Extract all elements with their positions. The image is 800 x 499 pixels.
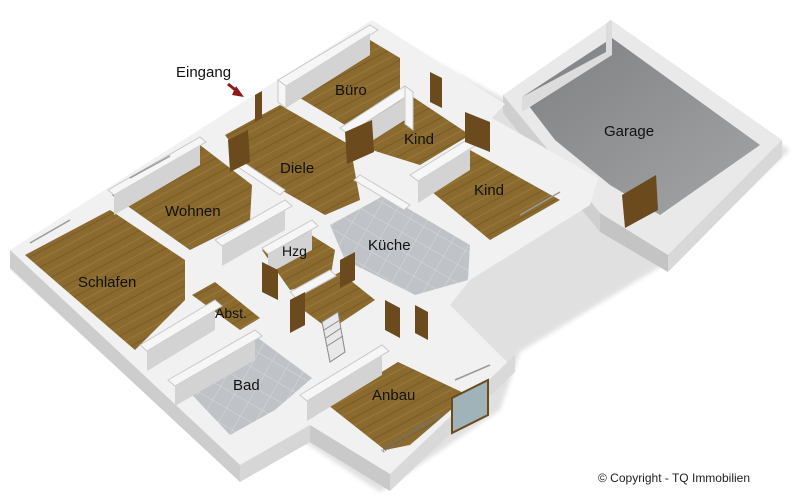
door-diele xyxy=(228,130,250,172)
door-entrance xyxy=(255,91,262,122)
floor-abst xyxy=(192,282,260,330)
label-schlafen: Schlafen xyxy=(78,274,136,291)
glass-door-anbau xyxy=(451,378,489,435)
door-hzg xyxy=(262,262,278,300)
copyright: © Copyright - TQ Immobilien xyxy=(598,471,750,485)
label-hzg: Hzg xyxy=(282,243,307,259)
label-kind-2: Kind xyxy=(474,182,504,199)
floor-kueche xyxy=(330,195,470,295)
label-abst: Abst. xyxy=(215,305,247,321)
door-abst xyxy=(290,292,305,333)
door-kind-1 xyxy=(430,72,442,108)
windows xyxy=(29,155,561,381)
entrance-arrow-icon xyxy=(227,82,244,97)
floors xyxy=(25,40,560,450)
door-anbau xyxy=(385,300,400,338)
garage-floor xyxy=(522,38,760,215)
floor-schlafen xyxy=(25,210,185,350)
label-eingang: Eingang xyxy=(176,64,231,81)
label-garage: Garage xyxy=(604,123,654,140)
door-anbau-2 xyxy=(415,305,428,340)
door-buero xyxy=(345,120,374,164)
floor-flur xyxy=(290,272,375,330)
floor-diele xyxy=(225,105,360,215)
label-anbau: Anbau xyxy=(372,387,415,404)
label-kueche: Küche xyxy=(368,237,411,254)
label-diele: Diele xyxy=(280,160,314,177)
door-kind-2 xyxy=(465,112,490,152)
doors xyxy=(228,72,490,340)
label-wohnen: Wohnen xyxy=(165,203,221,220)
floor-wohnen xyxy=(112,145,252,250)
label-buero: Büro xyxy=(335,82,367,99)
door-kueche xyxy=(340,252,355,288)
floor-buero xyxy=(300,40,400,125)
label-bad: Bad xyxy=(233,377,260,394)
interior-wall-sides xyxy=(114,33,470,421)
label-kind-1: Kind xyxy=(404,131,434,148)
garage-door xyxy=(622,175,658,228)
floor-bad xyxy=(178,338,312,435)
stairs xyxy=(321,311,346,363)
interior-walls xyxy=(107,24,479,402)
